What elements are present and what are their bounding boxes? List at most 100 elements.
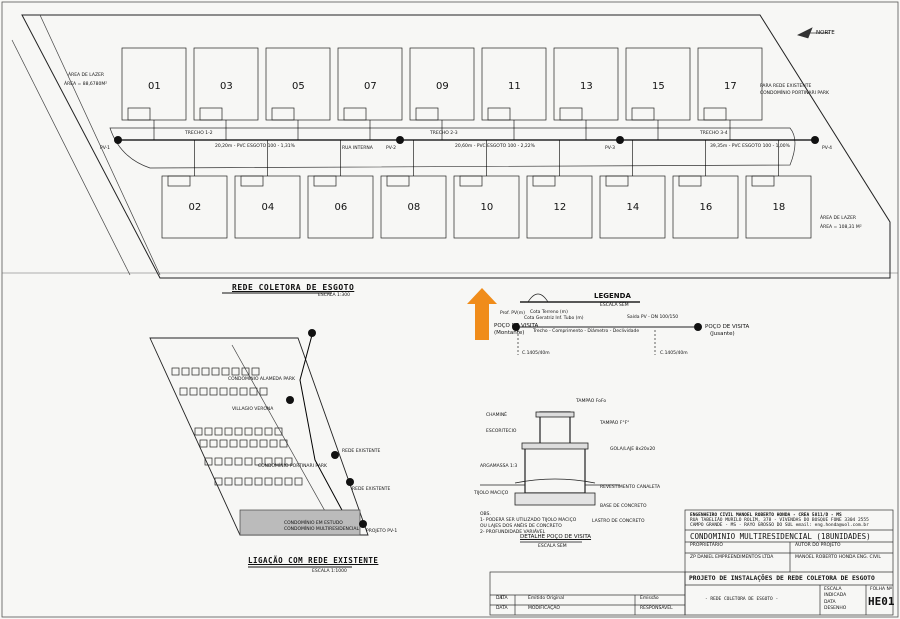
conn-block [204, 427, 213, 436]
orange-arrow-icon [467, 288, 497, 340]
garage-top-2 [271, 107, 295, 121]
bottom-lots-group [161, 175, 812, 239]
garage-bottom-3 [386, 175, 410, 187]
conn-block [279, 439, 288, 448]
pv-1-marker [114, 136, 122, 144]
legend-line2: Cota Geratriz Inf. Tubo (m) [524, 316, 584, 321]
street-label: RUA INTERNA [342, 146, 373, 151]
data-label: DATA [824, 600, 836, 605]
conn-label-4: CONDOMÍNIO PORTINARI PARK [258, 464, 327, 469]
conn-block [294, 477, 303, 486]
title-block-frame [489, 509, 894, 616]
escala-label: ESCALA [824, 587, 842, 592]
conn-block [254, 457, 263, 466]
conn-block [199, 387, 208, 396]
pv-1-label: PV-1 [100, 146, 111, 151]
legend-pv-jus-sub: (Jusante) [710, 331, 735, 337]
conn-block [189, 387, 198, 396]
author-label: AUTOR DO PROJETO [795, 543, 841, 548]
conn-block [264, 427, 273, 436]
lot-label-bottom: 02 [188, 202, 202, 213]
legend-pv-jusante [694, 323, 702, 331]
conn-block [181, 367, 190, 376]
rev-row-2-c3: MODIFICAÇÃO [528, 606, 560, 611]
legend-line1: Cota Terreno (m) [530, 310, 568, 315]
lot-label-top: 11 [508, 81, 521, 92]
connection-map [149, 334, 369, 536]
desenho-label: DESENHO [824, 606, 847, 611]
conn-block [259, 387, 268, 396]
detail-top: TAMPÃO FoFo [576, 399, 607, 404]
detail-scale: ESCALA SEM [538, 544, 567, 549]
conn-block [229, 439, 238, 448]
rev-row-2-c4: RESPONSÁVEL [640, 606, 673, 611]
conn-block [274, 477, 283, 486]
rev-row-1-c1: 1 [500, 596, 503, 601]
rev-row-1-c3: Emitido Original [528, 596, 565, 601]
legend-pv-montante [512, 323, 520, 331]
pv-manholes [114, 136, 819, 144]
rev-row-1-c4: Emissão [640, 596, 659, 601]
legend-line3: Prof. PV(m) [500, 311, 525, 316]
leisure-area-right-note: ÁREA = 108,31 M² [820, 225, 862, 230]
detail-left-3: ARGAMASSA 1:3 [480, 464, 518, 469]
conn-block [194, 427, 203, 436]
conn-block [241, 367, 250, 376]
conn-block [264, 457, 273, 466]
lot-label-top: 17 [724, 81, 737, 92]
lot-label-top: 07 [364, 81, 377, 92]
site-boundary [21, 14, 891, 279]
conn-block [214, 427, 223, 436]
legend-line4: Trecho - Comprimento - Diâmetro - Decliv… [533, 329, 640, 334]
owner-label: PROPRIETÁRIO [690, 543, 723, 548]
north-arrow-icon [797, 27, 830, 39]
lot-label-bottom: 08 [407, 202, 421, 213]
garage-top-0 [127, 107, 151, 121]
conn-block [239, 439, 248, 448]
detail-note-1: 1- PODERÃ SER UTILIZADO TIJOLO MACIÇO [480, 518, 577, 523]
pipe-label-1: TRECHO 1-2 [185, 131, 213, 136]
detail-note-0: OBS. [480, 512, 491, 517]
project-title: CONDOMINIO MULTIRESIDENCIAL (18UNIDADES) [690, 532, 871, 541]
legend-cota: C.1405/40m [522, 351, 550, 356]
garage-top-7 [631, 107, 655, 121]
conn-block [234, 427, 243, 436]
sheet-label: FOLHA Nº [870, 587, 893, 592]
conn-block [234, 457, 243, 466]
lot-label-bottom: 14 [626, 202, 640, 213]
leisure-area-right: ÁREA DE LAZER [820, 216, 857, 221]
garage-top-5 [487, 107, 511, 121]
pv-3-label: PV-3 [605, 146, 616, 151]
lot-label-top: 13 [580, 81, 593, 92]
conn-block [214, 457, 223, 466]
rev-row-2-c2: DATA [496, 606, 508, 611]
escala-value: INDICADA [824, 593, 847, 598]
conn-block [284, 477, 293, 486]
conn-label-2: VILLAGIO VERONA [232, 407, 274, 412]
pipe-label-5: 20,60m - PVC ESGOTO 100 - 2,22% [455, 144, 535, 149]
lot-label-bottom: 16 [699, 202, 713, 213]
conn-block [249, 387, 258, 396]
side-road-line-2 [11, 39, 131, 276]
leisure-area-top: ÁREA DE LAZER [68, 73, 105, 78]
conn-block [224, 427, 233, 436]
conn-block [224, 477, 233, 486]
lot-label-top: 15 [652, 81, 665, 92]
connection-scale: ESCALA 1:1000 [312, 569, 347, 574]
conn-block [224, 457, 233, 466]
conn-block [274, 427, 283, 436]
side-road-line [39, 14, 161, 276]
lot-label-bottom: 12 [553, 202, 567, 213]
pv-4-marker [811, 136, 819, 144]
conn-block [234, 477, 243, 486]
conn-block [214, 477, 223, 486]
detail-left-4: TIJOLO MACIÇO [474, 491, 509, 496]
garage-bottom-7 [678, 175, 702, 187]
conn-block [249, 439, 258, 448]
conn-label-8: PROJETO PV-1 [366, 529, 398, 534]
pipe-label-4: 20,20m - PVC ESGOTO 100 - 1,31% [215, 144, 295, 149]
legend-scale: ESCALA SEM [600, 303, 629, 308]
conn-block [244, 457, 253, 466]
legend-pv-label: POÇO DE VISITA [494, 323, 539, 329]
